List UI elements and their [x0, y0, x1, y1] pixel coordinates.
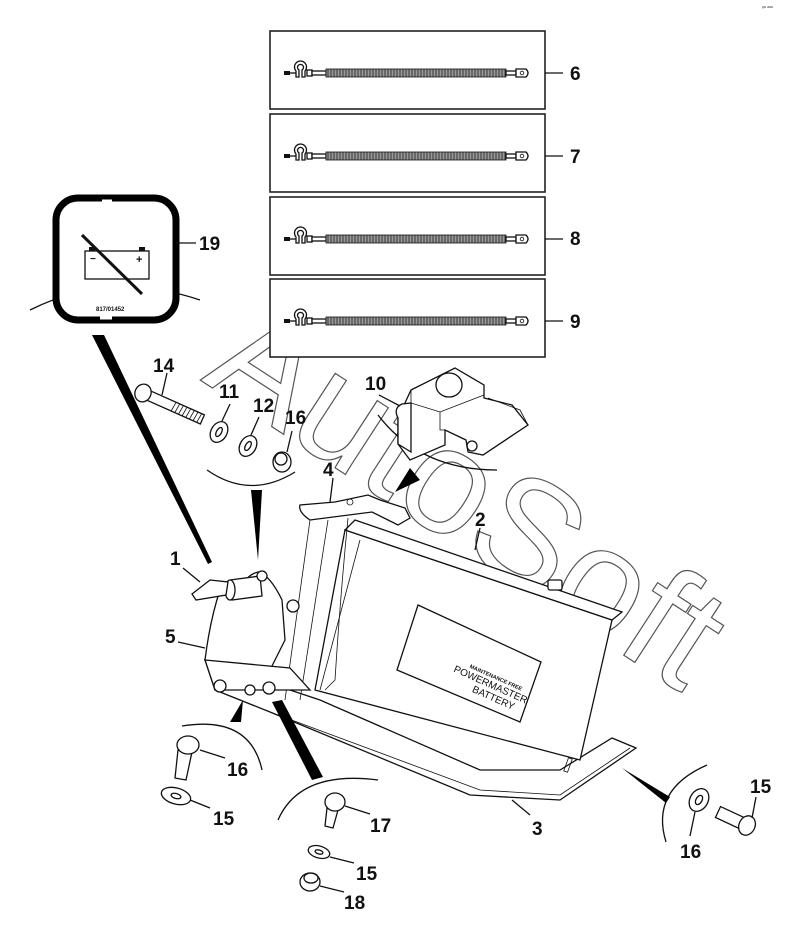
battery-cable-icon	[284, 143, 529, 161]
battery-cable-icon	[284, 60, 529, 78]
callout-1[interactable]: 1	[170, 549, 181, 570]
terminal-cover-10[interactable]	[377, 367, 529, 492]
callout-14[interactable]: 16	[285, 408, 306, 429]
bolt-16[interactable]	[174, 735, 200, 781]
callout-11[interactable]: 11	[219, 382, 240, 403]
cable-panel-8[interactable]	[269, 196, 563, 276]
switch-bracket-5[interactable]	[204, 571, 312, 696]
isolator-switch-1[interactable]	[191, 570, 268, 601]
callout-8[interactable]: 8	[570, 229, 581, 250]
detail-arc-left	[181, 723, 263, 771]
decal-19[interactable]: − + 817/01452 19	[29, 194, 220, 564]
detail-lower-center: 17 15 18	[272, 700, 391, 914]
callout-12[interactable]: 12	[253, 396, 274, 417]
battery-2[interactable]: MAINTENANCE FREE POWERMASTER BATTERY	[314, 519, 624, 761]
no-battery-icon: − +	[80, 233, 150, 296]
callout-19[interactable]: 19	[199, 234, 220, 255]
detail-pointer-center	[272, 700, 323, 780]
washer-11[interactable]	[207, 418, 232, 445]
cable-panels: 6 7 8 9	[269, 30, 581, 358]
detail-pointer-right	[622, 768, 670, 803]
callout-13[interactable]: 14	[153, 356, 175, 377]
detail-pointer-left	[230, 700, 243, 722]
nut-14[interactable]	[272, 451, 292, 473]
callout-18[interactable]: 18	[344, 893, 365, 914]
detail-lower-left: 16 15	[159, 700, 263, 830]
callout-4[interactable]: 4	[323, 460, 334, 481]
cover-pointer	[395, 468, 420, 492]
callout-16-left[interactable]: 16	[227, 760, 248, 781]
battery-cable-icon	[284, 308, 529, 326]
bolt-13[interactable]	[132, 382, 206, 428]
nut-18[interactable]	[299, 872, 321, 892]
decal-frame	[52, 194, 180, 324]
detail-right: 16 15	[622, 764, 772, 863]
callout-10[interactable]: 10	[365, 374, 386, 395]
callout-2[interactable]: 2	[475, 510, 486, 531]
callout-3[interactable]: 3	[532, 819, 543, 840]
callout-15-center[interactable]: 15	[356, 864, 378, 885]
hardware-arc	[206, 469, 296, 487]
svg-text:−: −	[90, 254, 96, 265]
callout-7[interactable]: 7	[570, 147, 581, 168]
callout-15-right[interactable]: 15	[750, 777, 772, 798]
bracket-nuts	[213, 599, 300, 696]
washer-15-center[interactable]	[307, 843, 331, 860]
detail-arc-center	[277, 777, 379, 821]
cable-panel-6[interactable]	[269, 30, 563, 110]
callout-15-left[interactable]: 15	[213, 809, 235, 830]
cable-panel-7[interactable]	[269, 113, 563, 193]
callout-5[interactable]: 5	[165, 627, 176, 648]
callout-9[interactable]: 9	[570, 312, 581, 333]
hardware-detail-upper: 14 11 12 16	[132, 356, 306, 560]
callout-16-right[interactable]: 16	[680, 842, 701, 863]
decal-code: 817/01452	[96, 307, 125, 313]
cover-detail-arc	[377, 414, 498, 471]
cable-panel-9[interactable]	[269, 278, 563, 358]
callout-6[interactable]: 6	[570, 64, 581, 85]
hardware-pointer	[251, 490, 262, 560]
washer-16-right[interactable]	[685, 785, 713, 815]
washer-12[interactable]	[236, 432, 261, 459]
bolt-17[interactable]	[324, 792, 346, 829]
corner-mark: ᵍᵃ ᵃᵃᵃ	[762, 5, 773, 11]
bolt-15-right[interactable]	[714, 803, 759, 838]
decal-pointer	[92, 335, 212, 564]
washer-15-left[interactable]	[159, 784, 192, 807]
battery-cable-icon	[284, 226, 529, 244]
svg-text:+: +	[136, 254, 142, 266]
callout-17[interactable]: 17	[370, 816, 391, 837]
